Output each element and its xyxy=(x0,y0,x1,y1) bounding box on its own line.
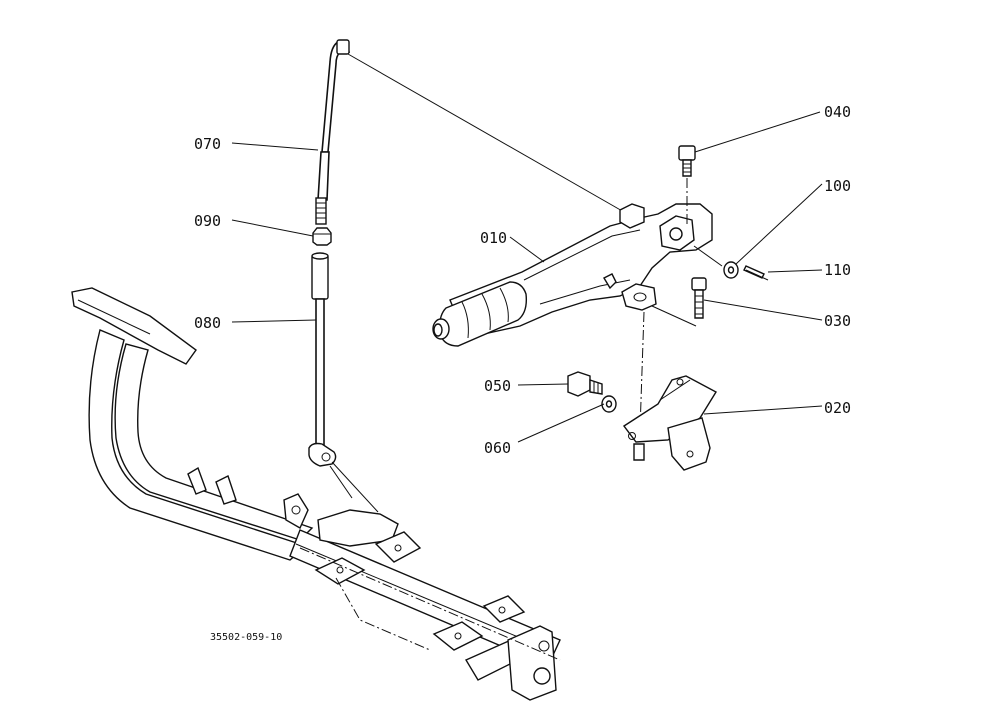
axis-line-100 xyxy=(693,245,723,267)
leader-070 xyxy=(231,142,319,151)
callout-010[interactable]: 010 xyxy=(480,229,507,247)
lever-010[interactable] xyxy=(432,203,713,347)
nut-090[interactable] xyxy=(312,227,332,246)
washer-060[interactable] xyxy=(601,395,617,413)
bolt-050[interactable] xyxy=(567,371,603,397)
bolt-040[interactable] xyxy=(678,145,696,226)
leader-090 xyxy=(231,219,314,237)
axis-line-020 xyxy=(639,311,645,431)
rod-080[interactable] xyxy=(308,252,337,467)
callout-030[interactable]: 030 xyxy=(824,312,851,330)
leader-110 xyxy=(767,269,823,273)
bolt-030[interactable] xyxy=(651,277,707,327)
reference-code: 35502-059-10 xyxy=(210,632,282,643)
leader-010 xyxy=(509,236,545,263)
link-line-080 xyxy=(331,461,379,513)
bracket-020[interactable] xyxy=(622,375,717,471)
callout-110[interactable]: 110 xyxy=(824,261,851,279)
callout-080[interactable]: 080 xyxy=(194,314,221,332)
pin-110[interactable] xyxy=(743,265,769,281)
washer-100[interactable] xyxy=(723,261,739,279)
leader-100 xyxy=(735,183,823,265)
callout-060[interactable]: 060 xyxy=(484,439,511,457)
callout-070[interactable]: 070 xyxy=(194,135,221,153)
leader-030 xyxy=(703,299,823,321)
callout-labels: 070 090 080 010 040 100 110 030 050 060 … xyxy=(194,103,851,457)
leader-060 xyxy=(517,403,605,443)
callout-020[interactable]: 020 xyxy=(824,399,851,417)
rod-070[interactable] xyxy=(315,39,351,225)
leader-080 xyxy=(231,319,317,323)
leader-040 xyxy=(694,111,821,153)
link-line-070 xyxy=(347,53,625,213)
callout-050[interactable]: 050 xyxy=(484,377,511,395)
leader-lines xyxy=(231,111,823,443)
callout-100[interactable]: 100 xyxy=(824,177,851,195)
link-line-080b xyxy=(329,465,353,499)
pedal-frame-assembly xyxy=(71,287,561,701)
callout-090[interactable]: 090 xyxy=(194,212,221,230)
leader-020 xyxy=(703,405,823,415)
callout-040[interactable]: 040 xyxy=(824,103,851,121)
leader-050 xyxy=(517,383,569,386)
